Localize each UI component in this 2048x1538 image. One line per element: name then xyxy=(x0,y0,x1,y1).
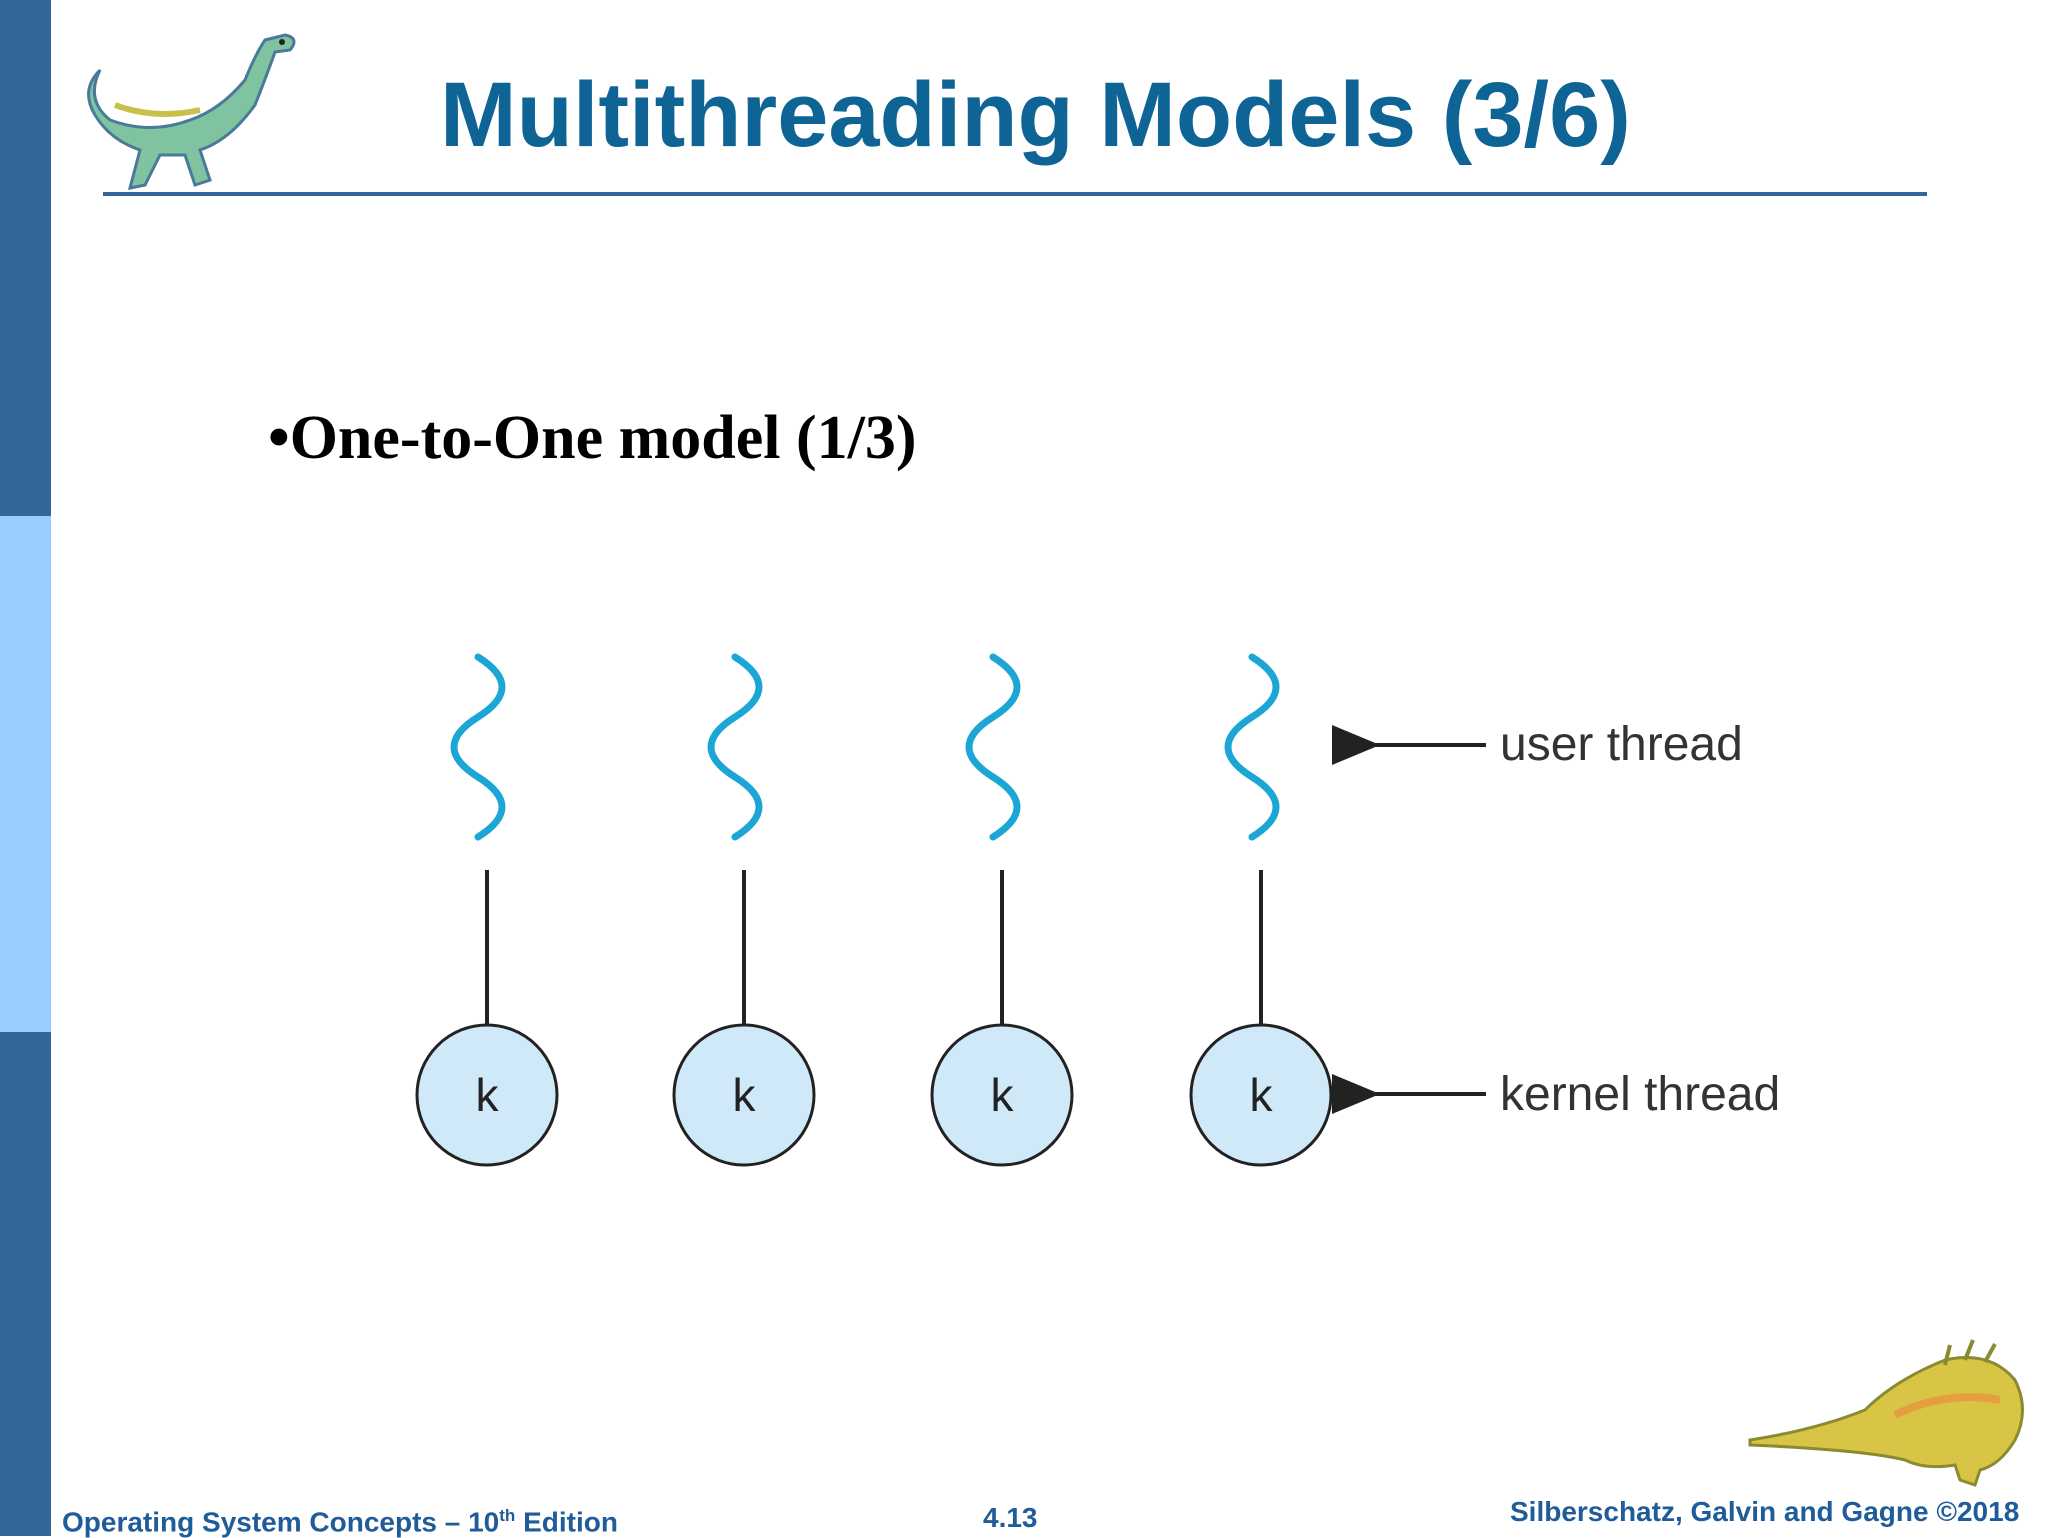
kernel-node-label: k xyxy=(476,1069,500,1121)
footer-book-title-tail: Edition xyxy=(515,1506,618,1538)
kernel-thread-node xyxy=(672,1023,816,1167)
thread-pair: k xyxy=(415,653,559,1167)
title-divider xyxy=(103,192,1927,196)
kernel-node-label: k xyxy=(1250,1069,1274,1121)
sidebar-band-bottom xyxy=(0,1032,51,1536)
user-thread-wave xyxy=(965,653,1021,841)
kernel-thread-node xyxy=(930,1023,1074,1167)
user-thread-wave xyxy=(1224,653,1280,841)
thread-pair: k xyxy=(930,653,1074,1167)
dinosaur-footer-icon xyxy=(1748,1339,2024,1487)
footer-copyright: Silberschatz, Galvin and Gagne ©2018 xyxy=(1510,1496,2020,1527)
footer-book-title: Operating System Concepts – 10th Edition xyxy=(62,1506,618,1538)
user-thread-label: user thread xyxy=(1500,718,1743,771)
sidebar-band-top xyxy=(0,0,51,516)
dinosaur-logo-icon xyxy=(87,33,296,190)
kernel-node-label: k xyxy=(991,1069,1015,1121)
kernel-thread-node xyxy=(415,1023,559,1167)
kernel-node-label: k xyxy=(733,1069,757,1121)
user-thread-wave xyxy=(707,653,763,841)
kernel-thread-node xyxy=(1189,1023,1333,1167)
sidebar-band-middle xyxy=(0,516,51,1032)
bullet-one-to-one: •One-to-One model (1/3) xyxy=(268,404,917,472)
user-thread-wave xyxy=(450,653,506,841)
footer-page-number: 4.13 xyxy=(983,1502,1038,1533)
footer-edition-superscript: th xyxy=(499,1506,516,1525)
footer-book-title-main: Operating System Concepts – 10 xyxy=(62,1506,500,1538)
kernel-thread-label: kernel thread xyxy=(1500,1068,1780,1121)
slide-title: Multithreading Models (3/6) xyxy=(440,64,1631,166)
thread-pair: k xyxy=(1189,653,1333,1167)
thread-pair: k xyxy=(672,653,816,1167)
